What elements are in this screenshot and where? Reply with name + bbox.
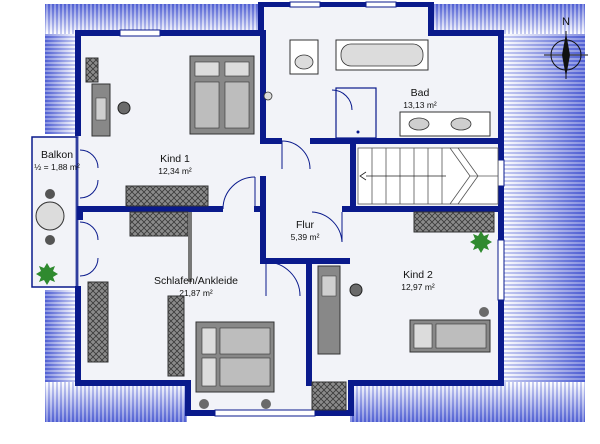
wall-top-right: [428, 30, 504, 36]
wall-top-left: [77, 30, 262, 36]
wardrobe-schlafen-icon: [129, 211, 189, 237]
wall-left-lower: [75, 286, 81, 386]
window-bad-dormer-1: [289, 1, 321, 8]
door-balkon-upper-a: [79, 149, 99, 169]
sink-left-icon: [408, 117, 430, 131]
roof-slopes: [45, 4, 585, 422]
room-name-kind1: Kind 1: [160, 153, 190, 165]
staircase: [357, 147, 499, 205]
door-kind1: [222, 176, 256, 210]
compass: N: [544, 16, 588, 79]
window-bad-dormer-2: [365, 1, 397, 8]
wardrobe-kind1-icon: [125, 185, 209, 207]
room-name-bad: Bad: [411, 87, 430, 99]
shower-icon: [335, 87, 377, 139]
door-bad: [281, 140, 311, 170]
compass-north-label: N: [562, 16, 570, 28]
door-balkon-lower-b: [79, 257, 99, 277]
wall-left-upper: [75, 30, 81, 136]
door-shower: [331, 89, 353, 111]
stair-arrow-icon: [359, 171, 367, 181]
plant-balkon-icon: [36, 263, 58, 285]
window-schlafen-bottom: [214, 409, 316, 417]
room-area-flur: 5,39 m²: [291, 232, 320, 242]
door-schlafen: [265, 261, 301, 297]
balkon-chair-top-icon: [45, 189, 55, 199]
wall-kind1-bad: [260, 30, 266, 142]
wall-bad-bottom: [310, 138, 502, 144]
cabinet-bottom-icon: [311, 381, 347, 411]
door-kind2: [311, 211, 343, 243]
compass-needle-icon: [562, 33, 570, 77]
plants: [36, 231, 492, 285]
wall-bottom-left: [77, 380, 189, 386]
sink-right-icon: [450, 117, 472, 131]
room-name-flur: Flur: [296, 219, 315, 231]
room-area-schlafen: 21,87 m²: [179, 288, 213, 298]
room-area-kind2: 12,97 m²: [401, 282, 435, 292]
balkon-outline: [31, 136, 78, 288]
floor-dormer: [262, 4, 430, 34]
windows: [119, 1, 505, 417]
window-stair-right: [497, 159, 505, 187]
plant-kind2-icon: [470, 231, 492, 253]
bath-fixtures: [263, 39, 491, 139]
dresser-schlafen-icon: [87, 281, 109, 363]
chair-kind2-icon: [349, 283, 363, 297]
window-kind1-top: [119, 29, 161, 37]
chair-kind1-icon: [117, 101, 131, 115]
wall-stair-left: [350, 138, 356, 210]
room-labels: Balkon ½ = 1,88 m² Kind 1 12,34 m² Bad 1…: [34, 87, 437, 298]
balkon-chair-bottom-icon: [45, 235, 55, 245]
room-area-balkon: ½ = 1,88 m²: [34, 162, 80, 172]
wall-kind1-bottom: [79, 206, 223, 212]
wall-top-dormer: [258, 2, 434, 7]
wall-bottom-right: [348, 380, 504, 386]
room-area-bad: 13,13 m²: [403, 100, 437, 110]
room-name-balkon: Balkon: [41, 149, 73, 161]
wall-flur-kind2: [306, 258, 312, 386]
room-area-kind1: 12,34 m²: [158, 166, 192, 176]
furniture: [35, 55, 495, 411]
sideboard-schlafen-icon: [167, 295, 185, 377]
room-name-schlafen: Schlafen/Ankleide: [154, 275, 238, 287]
bidet-icon: [263, 91, 273, 101]
room-name-kind2: Kind 2: [403, 269, 433, 281]
wardrobe-kind2-icon: [413, 211, 495, 233]
door-balkon-lower-a: [79, 221, 99, 241]
wall-flur-left: [260, 206, 266, 262]
door-balkon-upper-b: [79, 179, 99, 199]
balkon-table-icon: [35, 201, 65, 231]
wall-kind2-top: [342, 206, 502, 212]
doors: [79, 89, 353, 297]
window-kind2-right: [497, 239, 505, 301]
